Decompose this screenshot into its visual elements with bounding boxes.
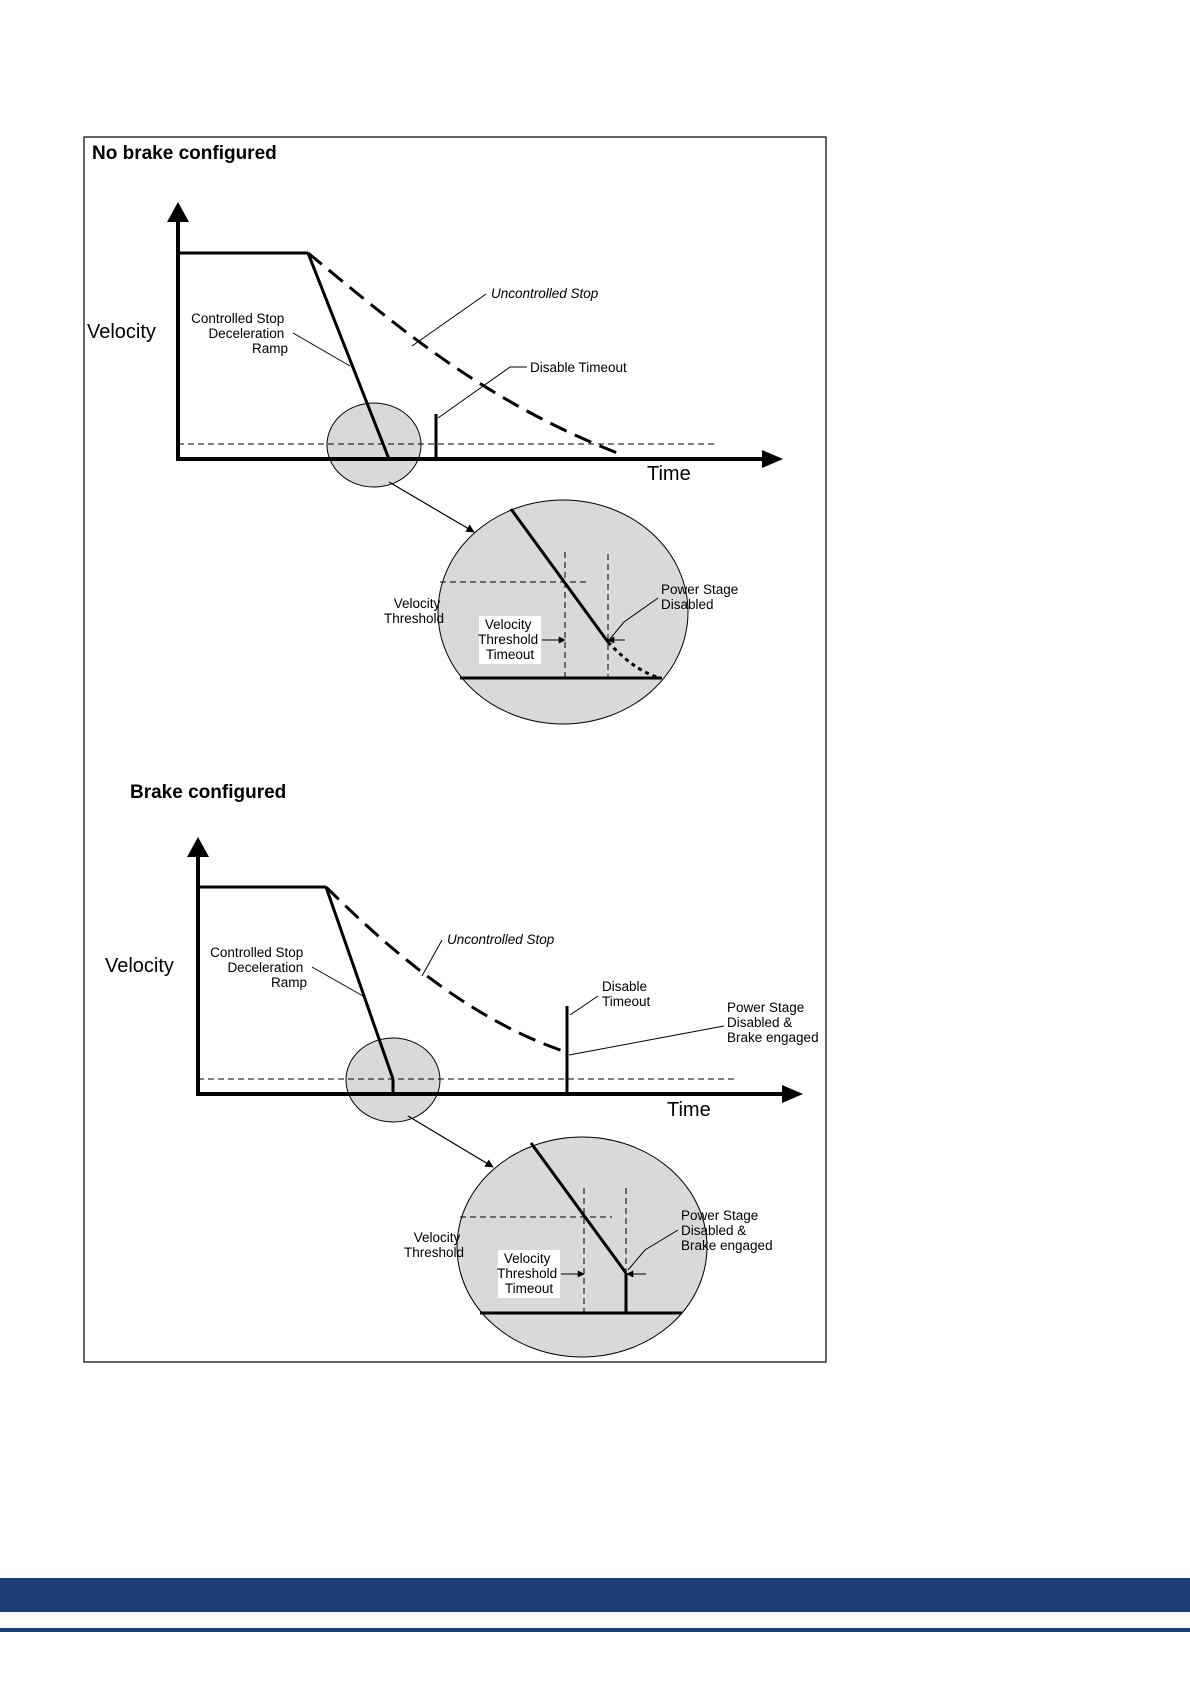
velocity-axis-label: Velocity [87,321,156,343]
y-axis-arrowhead [167,202,189,222]
time-axis-label: Time [667,1099,711,1121]
zoom-power-stage-leader [608,597,659,641]
disable-timeout-leader [437,366,527,419]
ramp-label-leader [292,332,351,367]
uncontrolled-stop-curve [307,251,621,456]
disable-timeout-leader [569,995,599,1016]
power-stage-brake-leader [568,1025,725,1056]
zoom-power-stage-label: Power Stage Disabled [661,582,742,612]
uncontrolled-stop-label: Uncontrolled Stop [491,286,599,301]
figure-frame [83,136,827,1363]
zoom-circle [437,499,689,725]
x-axis-arrowhead [782,1085,803,1103]
diagram-title: No brake configured [92,143,277,164]
ramp-label: Controlled Stop Deceleration Ramp [191,311,288,356]
diagram-no-brake: No brake configured Velocity Time Contro… [87,143,783,725]
uncontrolled-stop-leader [421,939,443,977]
zoom-threshold-label: Velocity Threshold [384,596,444,626]
zoom-detail: Velocity Threshold Timeout Velocity Thre… [384,499,742,725]
disable-timeout-label: Disable Timeout [530,360,627,375]
uncontrolled-stop-label: Uncontrolled Stop [447,932,555,947]
diagram-title: Brake configured [130,782,286,803]
uncontrolled-stop-leader [411,293,487,347]
power-stage-brake-label: Power Stage Disabled & Brake engaged [727,1000,819,1045]
disable-timeout-label: Disable Timeout [602,979,651,1009]
ramp-label-leader [311,966,364,997]
zoom-pointer-arrow [407,1115,494,1168]
diagram-brake: Brake configured Velocity Time Controlle… [105,782,819,1358]
zoom-circle [456,1136,708,1358]
zoom-timeout-label: Velocity Threshold Timeout [497,1251,561,1296]
zoom-pointer-arrow [388,481,475,533]
zoom-power-stage-label: Power Stage Disabled & Brake engaged [681,1208,773,1253]
zoom-coast-curve [606,640,661,680]
zoom-detail: Velocity Threshold Timeout Velocity Thre… [404,1136,773,1358]
zoom-timeout-box [498,1250,560,1298]
footer-rule [0,1628,1190,1632]
ramp-label: Controlled Stop Deceleration Ramp [210,945,307,990]
zoom-timeout-box [479,616,541,664]
zoom-source-circle [326,402,422,488]
controlled-stop-ramp [306,252,391,460]
zoom-ramp [509,508,610,643]
zoom-timeout-label: Velocity Threshold Timeout [478,617,542,662]
time-axis-label: Time [647,463,691,485]
zoom-power-stage-leader [627,1229,679,1271]
zoom-threshold-label: Velocity Threshold [404,1230,464,1260]
x-axis-arrowhead [762,450,783,468]
zoom-ramp [529,1142,628,1274]
uncontrolled-stop-curve [324,885,567,1054]
footer-band [0,1578,1190,1612]
controlled-stop-ramp [324,886,395,1080]
y-axis-arrowhead [187,837,209,857]
velocity-axis-label: Velocity [105,955,174,977]
